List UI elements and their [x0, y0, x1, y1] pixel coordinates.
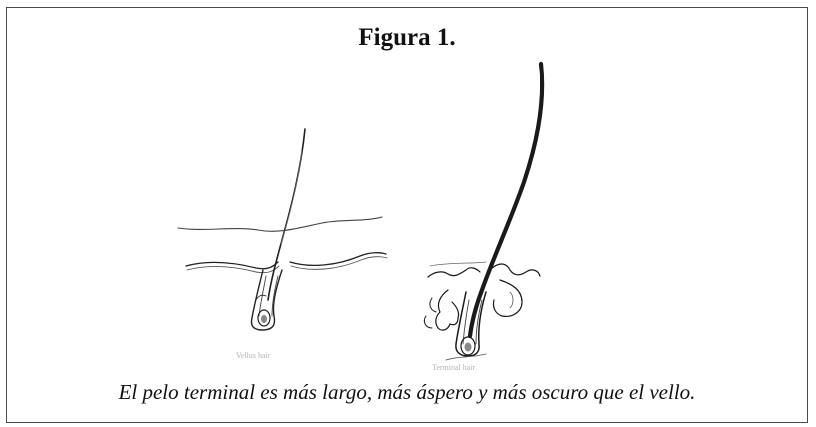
vellus-hair-diagram — [178, 129, 387, 330]
terminal-hair-label: Terminal hair — [432, 363, 476, 372]
vellus-hair-label: Vellus hair — [236, 351, 271, 360]
terminal-hair-diagram — [424, 64, 542, 360]
